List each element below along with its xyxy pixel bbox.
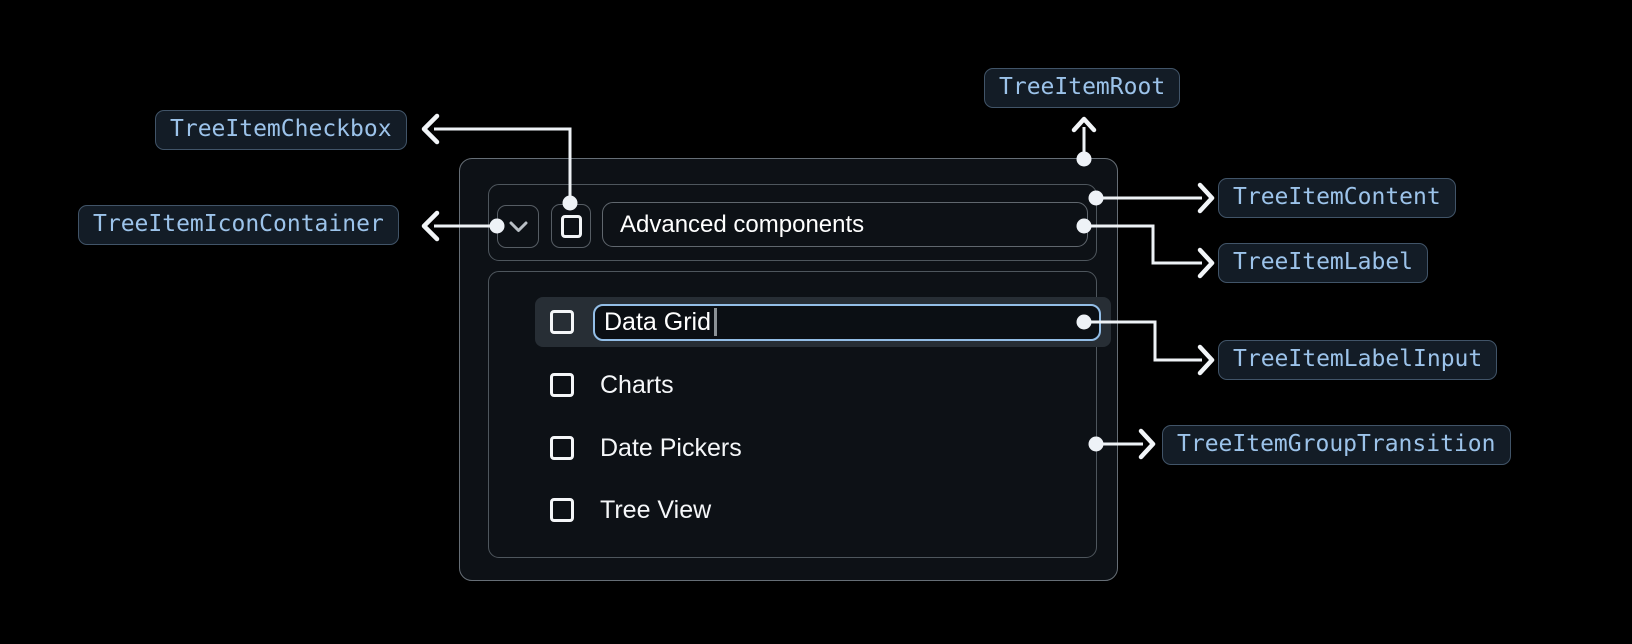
tree-item-row[interactable]: Tree View	[535, 485, 1111, 535]
parent-label-text: Advanced components	[620, 210, 865, 238]
tree-item-content[interactable]: Advanced components	[488, 184, 1097, 261]
checkbox-unchecked-icon[interactable]	[550, 373, 574, 397]
tree-item-row-editing[interactable]: Data Grid	[535, 297, 1111, 347]
badge-tree-item-label-input: TreeItemLabelInput	[1218, 340, 1498, 380]
badge-tree-item-content: TreeItemContent	[1218, 178, 1456, 218]
checkbox-unchecked-icon[interactable]	[550, 498, 574, 522]
tree-item-row[interactable]: Date Pickers	[535, 423, 1111, 473]
tree-item-row[interactable]: Charts	[535, 360, 1111, 410]
tree-item-label: Charts	[600, 370, 674, 399]
tree-item-root: Advanced components Data Grid Charts Dat…	[459, 158, 1118, 581]
tree-item-label: Date Pickers	[600, 433, 742, 462]
tree-item-label: Advanced components	[602, 202, 1088, 247]
tree-item-label: Tree View	[600, 495, 712, 524]
tree-item-icon-container[interactable]	[497, 205, 539, 248]
chevron-down-icon	[509, 221, 527, 232]
tree-item-group-transition: Data Grid Charts Date Pickers Tree View	[488, 271, 1111, 558]
badge-tree-item-root: TreeItemRoot	[984, 68, 1181, 108]
badge-tree-item-icon-container: TreeItemIconContainer	[78, 205, 399, 245]
tree-item-label-input[interactable]: Data Grid	[593, 303, 1101, 341]
tree-item-checkbox[interactable]	[551, 204, 591, 248]
text-caret	[713, 308, 717, 336]
checkbox-unchecked-icon[interactable]	[550, 436, 574, 460]
badge-tree-item-checkbox: TreeItemCheckbox	[155, 110, 407, 150]
badge-tree-item-label: TreeItemLabel	[1218, 243, 1429, 283]
badge-tree-item-group-transition: TreeItemGroupTransition	[1162, 425, 1511, 465]
checkbox-unchecked-icon	[560, 214, 582, 238]
checkbox-unchecked-icon[interactable]	[550, 310, 574, 334]
label-input-value: Data Grid	[604, 307, 711, 336]
